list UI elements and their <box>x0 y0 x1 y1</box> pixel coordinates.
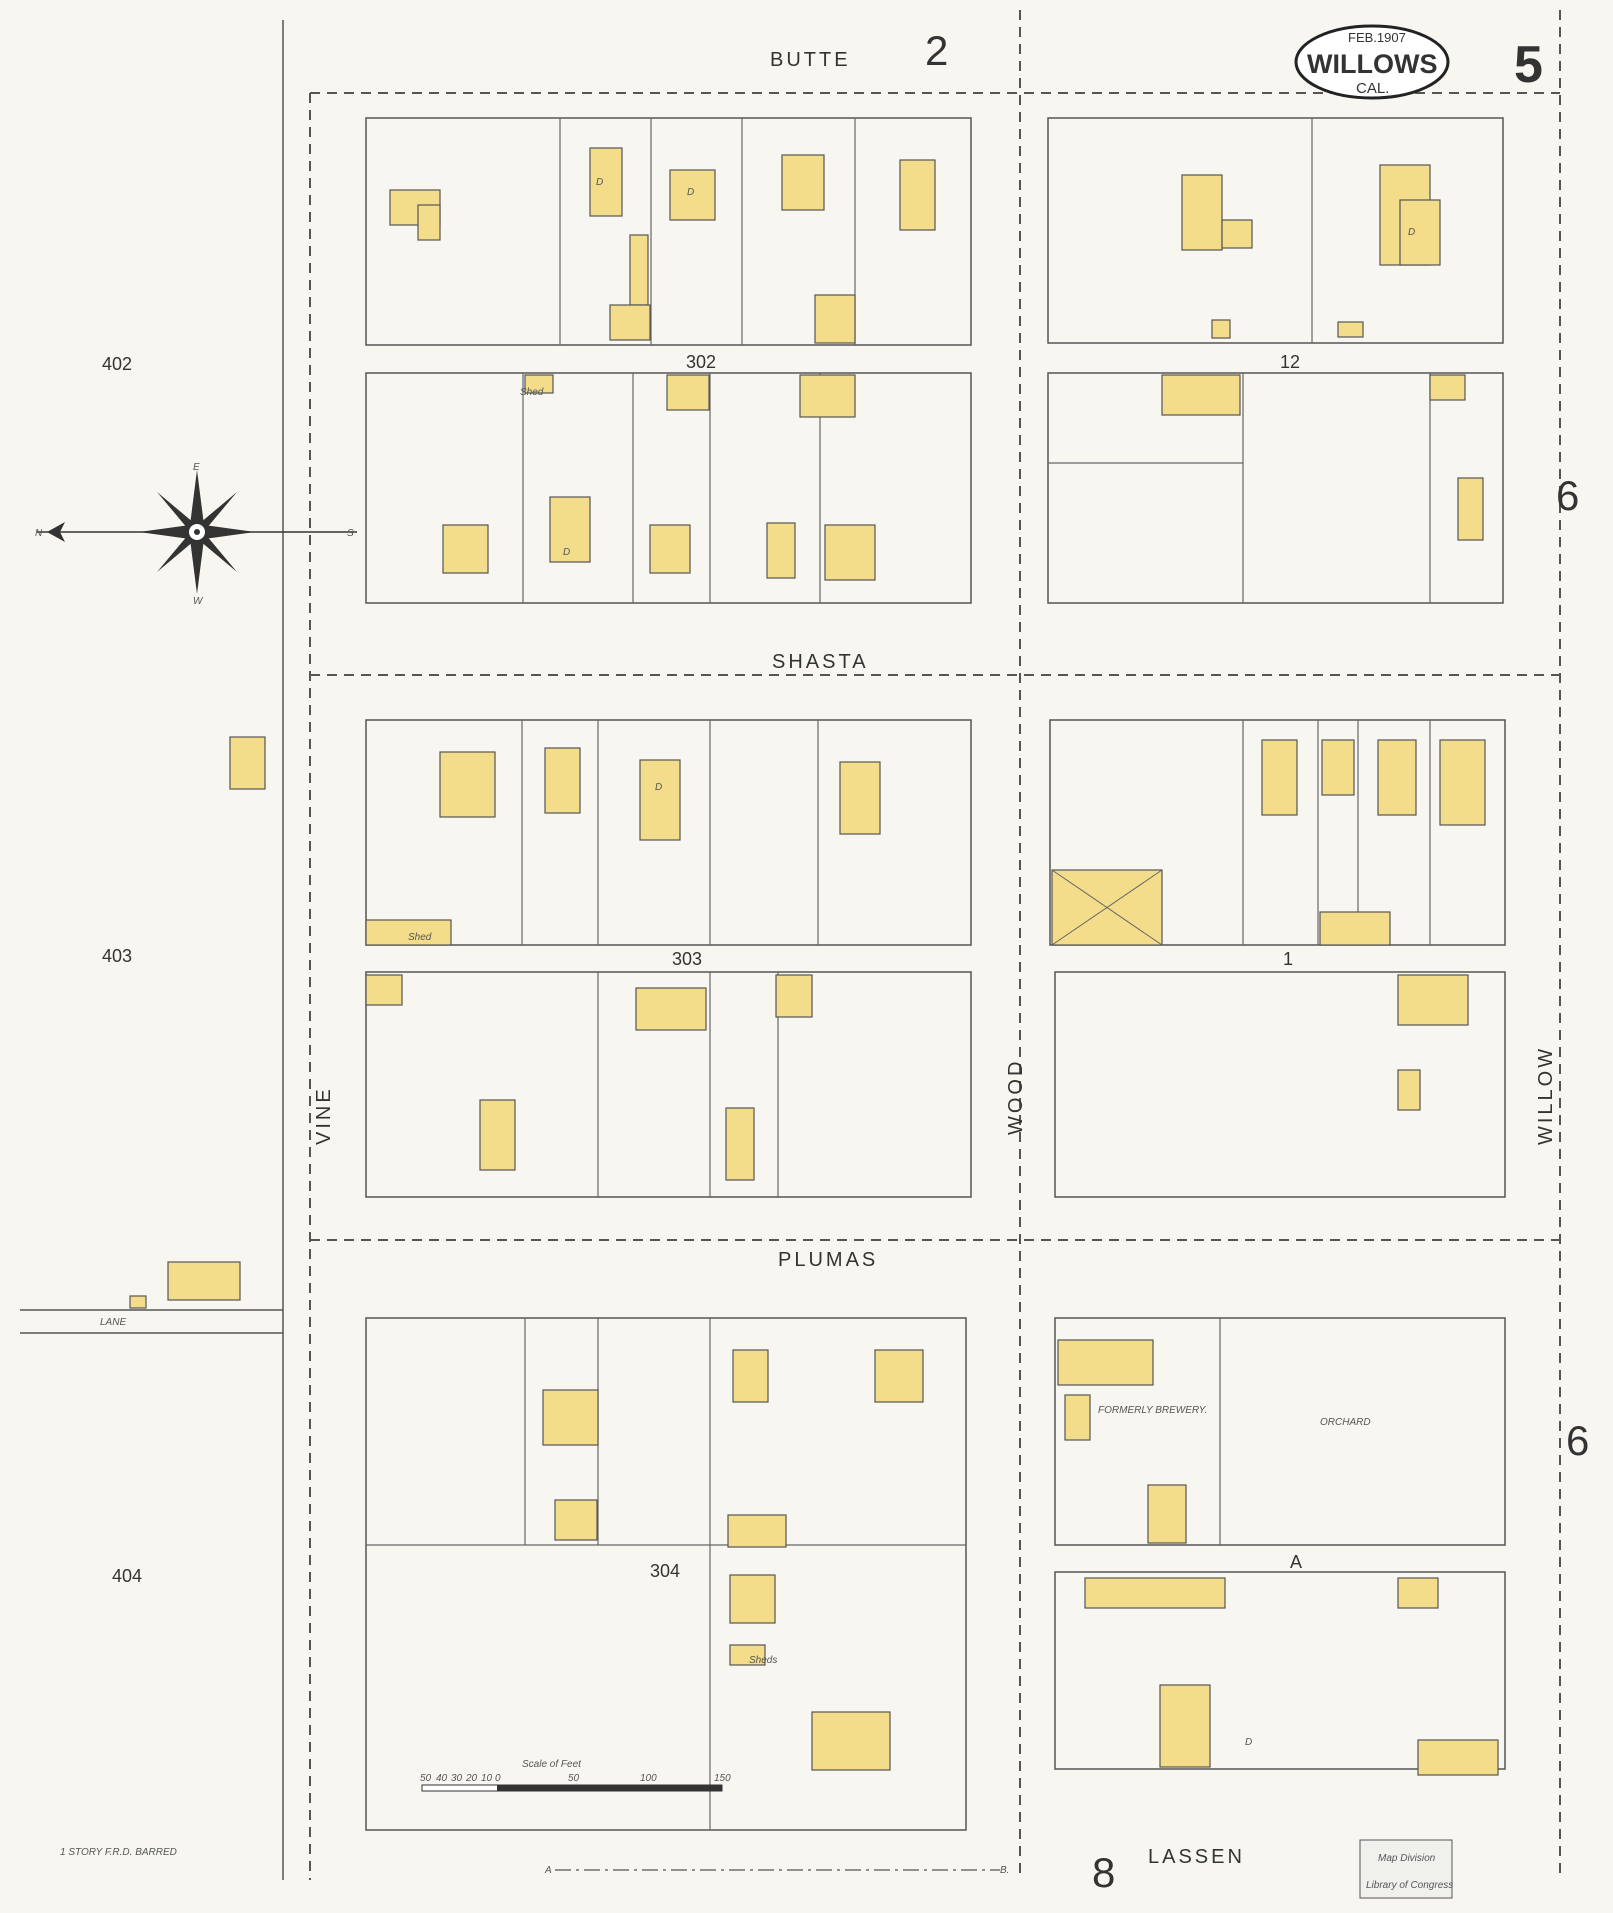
section-marker-b: B. <box>1000 1865 1009 1876</box>
adjoining-sheet-right-lower: 6 <box>1566 1417 1589 1464</box>
block-304-label: 304 <box>650 1561 680 1581</box>
scale-tick: 50 <box>420 1773 432 1784</box>
scale-title: Scale of Feet <box>522 1759 582 1770</box>
street-plumas: PLUMAS <box>778 1249 878 1271</box>
street-wood: WOOD <box>1005 1059 1027 1135</box>
compass-e: E <box>193 462 200 473</box>
compass-rose-icon: E W N S <box>35 462 357 607</box>
building-west-403 <box>167 1261 241 1301</box>
map-date: FEB.1907 <box>1348 30 1406 45</box>
shed-marker: Shed <box>520 387 544 398</box>
map-state: CAL. <box>1356 80 1389 97</box>
sheds-marker: Sheds <box>749 1655 777 1666</box>
scale-tick: 0 <box>495 1773 501 1784</box>
scale-tick: 150 <box>714 1773 731 1784</box>
block-1-label: 1 <box>1283 949 1293 969</box>
scale-tick: 50 <box>568 1773 580 1784</box>
orchard-label: ORCHARD <box>1320 1417 1371 1428</box>
scale-tick: 100 <box>640 1773 657 1784</box>
dwelling-marker: D <box>1408 227 1415 238</box>
dwelling-marker: D <box>655 782 662 793</box>
street-butte: BUTTE <box>770 49 851 71</box>
block-lower-right-south <box>1054 1571 1506 1770</box>
dwelling-marker: D <box>596 177 603 188</box>
block-lower-right-north <box>1054 1317 1506 1546</box>
block-303-south <box>365 971 972 1198</box>
street-lassen: LASSEN <box>1148 1846 1245 1868</box>
scale-tick: 30 <box>451 1773 463 1784</box>
block-1-north <box>1049 719 1506 946</box>
shed-marker: Shed <box>408 932 432 943</box>
block-302-label: 302 <box>686 352 716 372</box>
block-12-north <box>1047 117 1504 344</box>
street-vine: VINE <box>313 1086 335 1145</box>
adjoining-sheet-right-upper: 6 <box>1556 472 1579 519</box>
dwelling-marker: D <box>687 187 694 198</box>
section-marker-a: A <box>544 1865 552 1876</box>
block-404-label: 404 <box>112 1566 142 1586</box>
map-city: WILLOWS <box>1307 49 1437 79</box>
dwelling-marker: D <box>1245 1737 1252 1748</box>
street-a-label: A <box>1290 1552 1302 1572</box>
brewery-label: FORMERLY BREWERY. <box>1098 1405 1207 1416</box>
block-403-label: 403 <box>102 946 132 966</box>
scale-bar: Scale of Feet 50 40 30 20 10 0 50 100 15… <box>420 1759 731 1792</box>
stamp-line-2: Library of Congress <box>1366 1880 1453 1891</box>
compass-s: S <box>347 528 354 539</box>
title-cartouche <box>1294 24 1450 100</box>
sheet-number: 5 <box>1514 36 1543 94</box>
library-stamp: Map Division Library of Congress <box>1359 1839 1453 1899</box>
block-302-south <box>365 372 972 604</box>
compass-n: N <box>35 528 43 539</box>
street-shasta: SHASTA <box>772 651 869 673</box>
compass-w: W <box>193 596 204 607</box>
stamp-line-1: Map Division <box>1378 1853 1436 1864</box>
scale-tick: 40 <box>436 1773 448 1784</box>
building-west-402 <box>229 736 266 790</box>
block-12-label: 12 <box>1280 352 1300 372</box>
street-willow: WILLOW <box>1535 1046 1557 1145</box>
block-302-north <box>365 117 972 346</box>
key-note: 1 STORY F.R.D. BARRED <box>60 1847 177 1858</box>
dwelling-marker: D <box>563 547 570 558</box>
block-303-north <box>365 719 972 946</box>
scale-tick: 20 <box>465 1773 478 1784</box>
block-1-south <box>1054 971 1506 1198</box>
adjoining-sheet-top: 2 <box>925 27 948 74</box>
adjoining-sheet-bottom: 8 <box>1092 1849 1115 1896</box>
block-402-label: 402 <box>102 354 132 374</box>
block-303-label: 303 <box>672 949 702 969</box>
scale-tick: 10 <box>481 1773 493 1784</box>
lane-label: LANE <box>100 1317 126 1328</box>
block-12-south <box>1047 372 1504 604</box>
